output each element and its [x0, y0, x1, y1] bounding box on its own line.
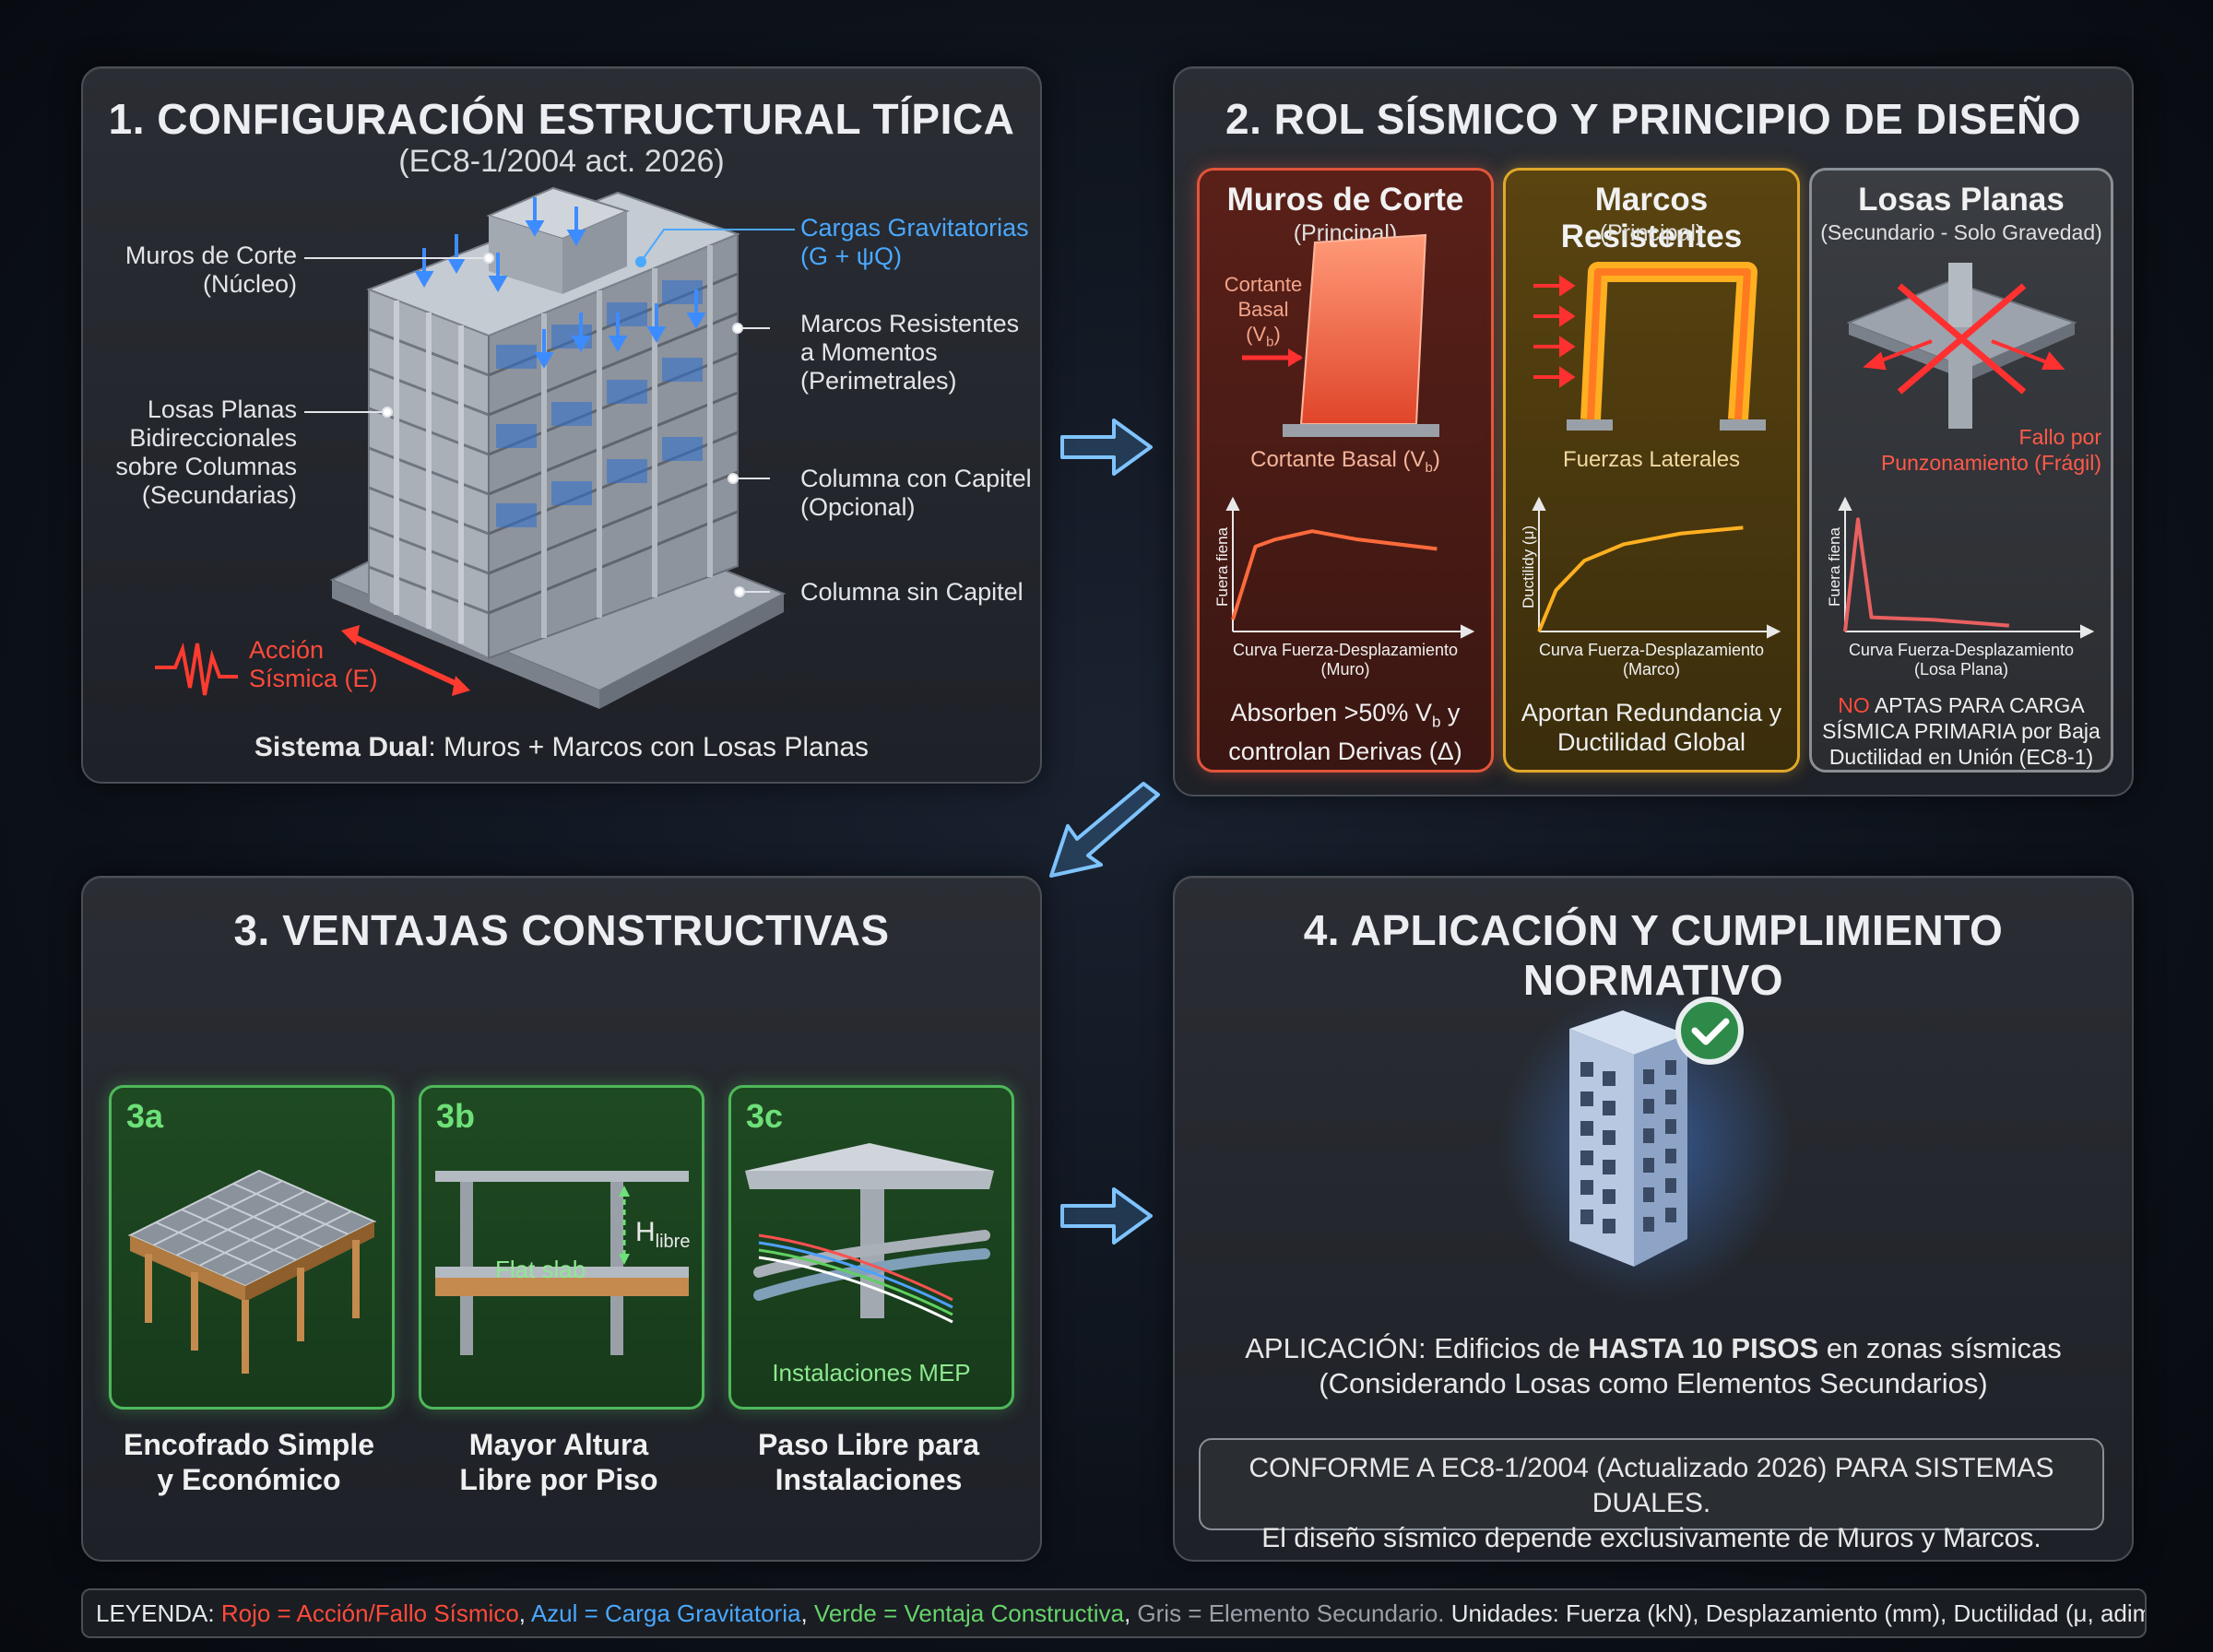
card1-curve-caption: Curva Fuerza-Desplazamiento(Muro): [1232, 641, 1459, 678]
card2-curve-caption: Curva Fuerza-Desplazamiento(Marco): [1538, 641, 1765, 678]
label-columna-capitel: Columna con Capitel(Opcional): [800, 465, 1032, 521]
panel-configuracion: 1. CONFIGURACIÓN ESTRUCTURAL TÍPICA (EC8…: [81, 66, 1042, 784]
card2-role: (Principal): [1599, 220, 1704, 246]
h-libre-label: Hlibre: [635, 1217, 691, 1252]
label-cargas-gravitatorias: Cargas Gravitatorias(G + ψQ): [800, 214, 1029, 270]
card3-curve: [1838, 496, 2095, 639]
advantage-3b: 3b Flat slab Hlibre: [419, 1085, 704, 1410]
advantage-3c: 3c Instalaciones MEP: [728, 1085, 1014, 1410]
card2-caption: Fuerzas Laterales: [1562, 447, 1741, 472]
panel-ventajas: 3. VENTAJAS CONSTRUCTIVAS 3a Encofrado S…: [81, 876, 1042, 1562]
card1-yaxis: Fuera fiena: [1213, 527, 1231, 607]
compliance-box: CONFORME A EC8-1/2004 (Actualizado 2026)…: [1199, 1438, 2104, 1553]
formwork-icon: [127, 1169, 377, 1374]
curve-axes: [1225, 496, 1475, 639]
card1-curve: [1225, 496, 1475, 639]
card1-footer: Absorben >50% Vb y controlan Derivas (Δ): [1228, 699, 1462, 766]
flat-slab-label: Flat slab: [495, 1256, 586, 1283]
card-losas-planas: Losas Planas (Secundario - Solo Gravedad…: [1809, 168, 2113, 773]
card3-title: Losas Planas: [1858, 182, 2065, 218]
flow-arrow-right-top: [1060, 419, 1153, 476]
curve-axes: [1838, 496, 2095, 639]
panel3-title: 3. VENTAJAS CONSTRUCTIVAS: [233, 906, 890, 954]
legend-bar: LEYENDA: Rojo = Acción/Fallo Sísmico, Az…: [81, 1588, 2147, 1638]
application-text: APLICACIÓN: Edificios de HASTA 10 PISOS …: [1245, 1332, 2062, 1399]
card3-footer: NO APTAS PARA CARGA SÍSMICA PRIMARIA por…: [1822, 693, 2101, 769]
panel2-title: 2. ROL SÍSMICO Y PRINCIPIO DE DISEÑO: [1225, 95, 2081, 143]
advantage-3a-tag: 3a: [126, 1097, 164, 1135]
card3-curve-caption: Curva Fuerza-Desplazamiento(Losa Plana): [1848, 641, 2075, 678]
panel1-title: 1. CONFIGURACIÓN ESTRUCTURAL TÍPICA: [108, 95, 1015, 143]
advantage-3c-tag: 3c: [746, 1097, 784, 1135]
label-muros-corte: Muros de Corte(Núcleo): [124, 242, 297, 298]
frame-icon: [1533, 262, 1766, 431]
card2-curve: [1532, 496, 1781, 639]
slab-punching-icon: [1846, 263, 2077, 429]
flow-arrow-diagonal: [1049, 782, 1160, 878]
curve-axes: [1532, 496, 1781, 639]
panel4-title: 4. APLICACIÓN Y CUMPLIMIENTO NORMATIVO: [1303, 906, 2004, 1004]
story-height-icon: [435, 1171, 689, 1355]
advantage-3a: 3a: [109, 1085, 395, 1410]
card1-caption: Cortante Basal (Vb): [1250, 447, 1440, 476]
flow-arrow-right-bottom: [1060, 1187, 1153, 1245]
card2-yaxis: Ductilidy (μ): [1520, 525, 1537, 609]
label-columna-sin-capitel: Columna sin Capitel: [800, 578, 1024, 606]
force-displacement-curve: [1231, 529, 1438, 620]
panel-aplicacion: 4. APLICACIÓN Y CUMPLIMIENTO NORMATIVO: [1173, 876, 2134, 1562]
mep-icon: [745, 1143, 994, 1324]
panel1-footer: Sistema Dual: Muros + Marcos con Losas P…: [254, 732, 870, 762]
card3-role: (Secundario - Solo Gravedad): [1820, 220, 2102, 244]
card1-title: Muros de Corte: [1226, 182, 1464, 218]
advantage-3b-tag: 3b: [436, 1097, 476, 1135]
panel1-subtitle: (EC8-1/2004 act. 2026): [398, 144, 725, 179]
building-illustration: [155, 186, 795, 709]
compliant-building-icon: [1497, 988, 1793, 1302]
force-displacement-curve: [1843, 517, 2009, 632]
force-displacement-curve: [1537, 525, 1744, 632]
panel-rol-sismico: 2. ROL SÍSMICO Y PRINCIPIO DE DISEÑO Mur…: [1173, 66, 2134, 796]
wall-icon: [1242, 233, 1439, 437]
card3-yaxis: Fuera fiena: [1826, 527, 1843, 607]
mep-label: Instalaciones MEP: [772, 1359, 971, 1386]
card2-title: Marcos Resistentes: [1560, 182, 1743, 254]
card-marcos-resistentes: Marcos Resistentes (Principal) Fuerzas L…: [1503, 168, 1800, 773]
